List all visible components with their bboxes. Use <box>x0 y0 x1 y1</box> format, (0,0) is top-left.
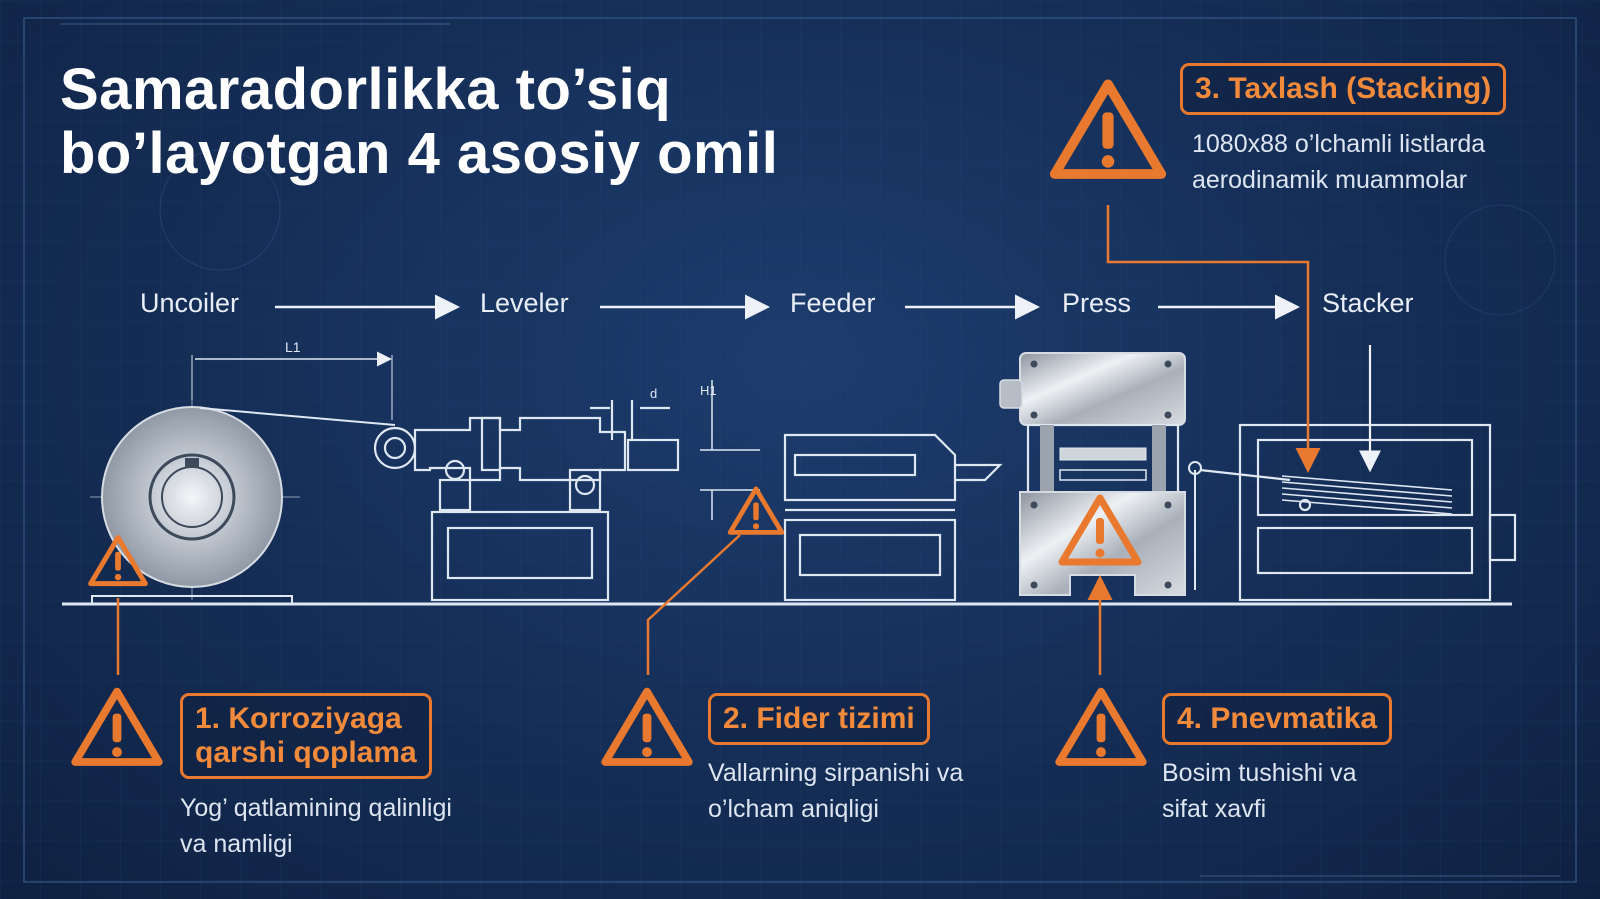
factor-4-description: Bosim tushishi va sifat xavfi <box>1162 755 1357 827</box>
factor-4-badge: 4. Pnevmatika <box>1162 693 1393 745</box>
steel-coil <box>101 406 283 588</box>
factor-2-description: Vallarning sirpanishi va o’lcham aniqlig… <box>708 755 963 827</box>
warning-icon <box>75 692 159 762</box>
factor-1-description: Yog’ qatlamining qalinligi va namligi <box>180 790 452 862</box>
factor-2-badge: 2. Fider tizimi <box>708 693 930 745</box>
factor-3-label: 3. Taxlash (Stacking) <box>1195 72 1492 105</box>
title-line-1: Samaradorlikka to’siq <box>60 57 672 122</box>
feeder-machine <box>783 433 1003 602</box>
page-title: Samaradorlikka to’siq bo’layotgan 4 asos… <box>60 58 778 186</box>
stage-uncoiler: Uncoiler <box>140 288 240 318</box>
factor-1-desc-line2: va namligi <box>180 830 293 858</box>
factor-4-desc-line1: Bosim tushishi va <box>1162 759 1357 787</box>
callout-connectors <box>116 205 1321 675</box>
title-line-2: bo’layotgan 4 asosiy omil <box>60 121 779 186</box>
factor-3-desc-line2: aerodinamik muammolar <box>1192 166 1468 194</box>
factor-2-label: 2. Fider tizimi <box>723 702 915 735</box>
dimension-label-d: d <box>650 386 657 401</box>
warning-icon <box>605 692 689 762</box>
dimension-l1: L1 <box>191 339 393 420</box>
dimension-label-l1: L1 <box>285 339 301 355</box>
stage-stacker: Stacker <box>1322 288 1414 318</box>
factor-1-desc-line1: Yog’ qatlamining qalinligi <box>180 794 452 822</box>
factor-3-desc-line1: 1080x88 o’lchamli listlarda <box>1192 130 1486 158</box>
dimension-label-h1: H1 <box>700 383 717 398</box>
factor-2-desc-line2: o’lcham aniqligi <box>708 795 879 823</box>
stage-leveler: Leveler <box>480 288 569 318</box>
factor-3-description: 1080x88 o’lchamli listlarda aerodinamik … <box>1192 126 1485 198</box>
factor-4-label: 4. Pnevmatika <box>1177 702 1378 735</box>
stage-feeder: Feeder <box>790 288 876 318</box>
factor-1-label-line2: qarshi qoplama <box>195 736 417 769</box>
factor-4-desc-line2: sifat xavfi <box>1162 795 1267 823</box>
leveler-machine: d <box>373 386 680 602</box>
warning-icon <box>1055 84 1161 174</box>
factor-3-badge: 3. Taxlash (Stacking) <box>1180 63 1507 115</box>
dimension-h1: H1 <box>700 380 760 520</box>
stage-press: Press <box>1062 288 1132 318</box>
uncoiler-machine <box>90 395 396 605</box>
warning-icon <box>1059 692 1143 762</box>
factor-1-label: 1. Korroziyaga <box>195 702 402 735</box>
factor-1-badge: 1. Korroziyaga qarshi qoplama <box>180 693 432 779</box>
stacker-machine <box>1199 345 1517 602</box>
warning-icon <box>730 489 782 533</box>
factor-2-desc-line1: Vallarning sirpanishi va <box>708 759 964 787</box>
